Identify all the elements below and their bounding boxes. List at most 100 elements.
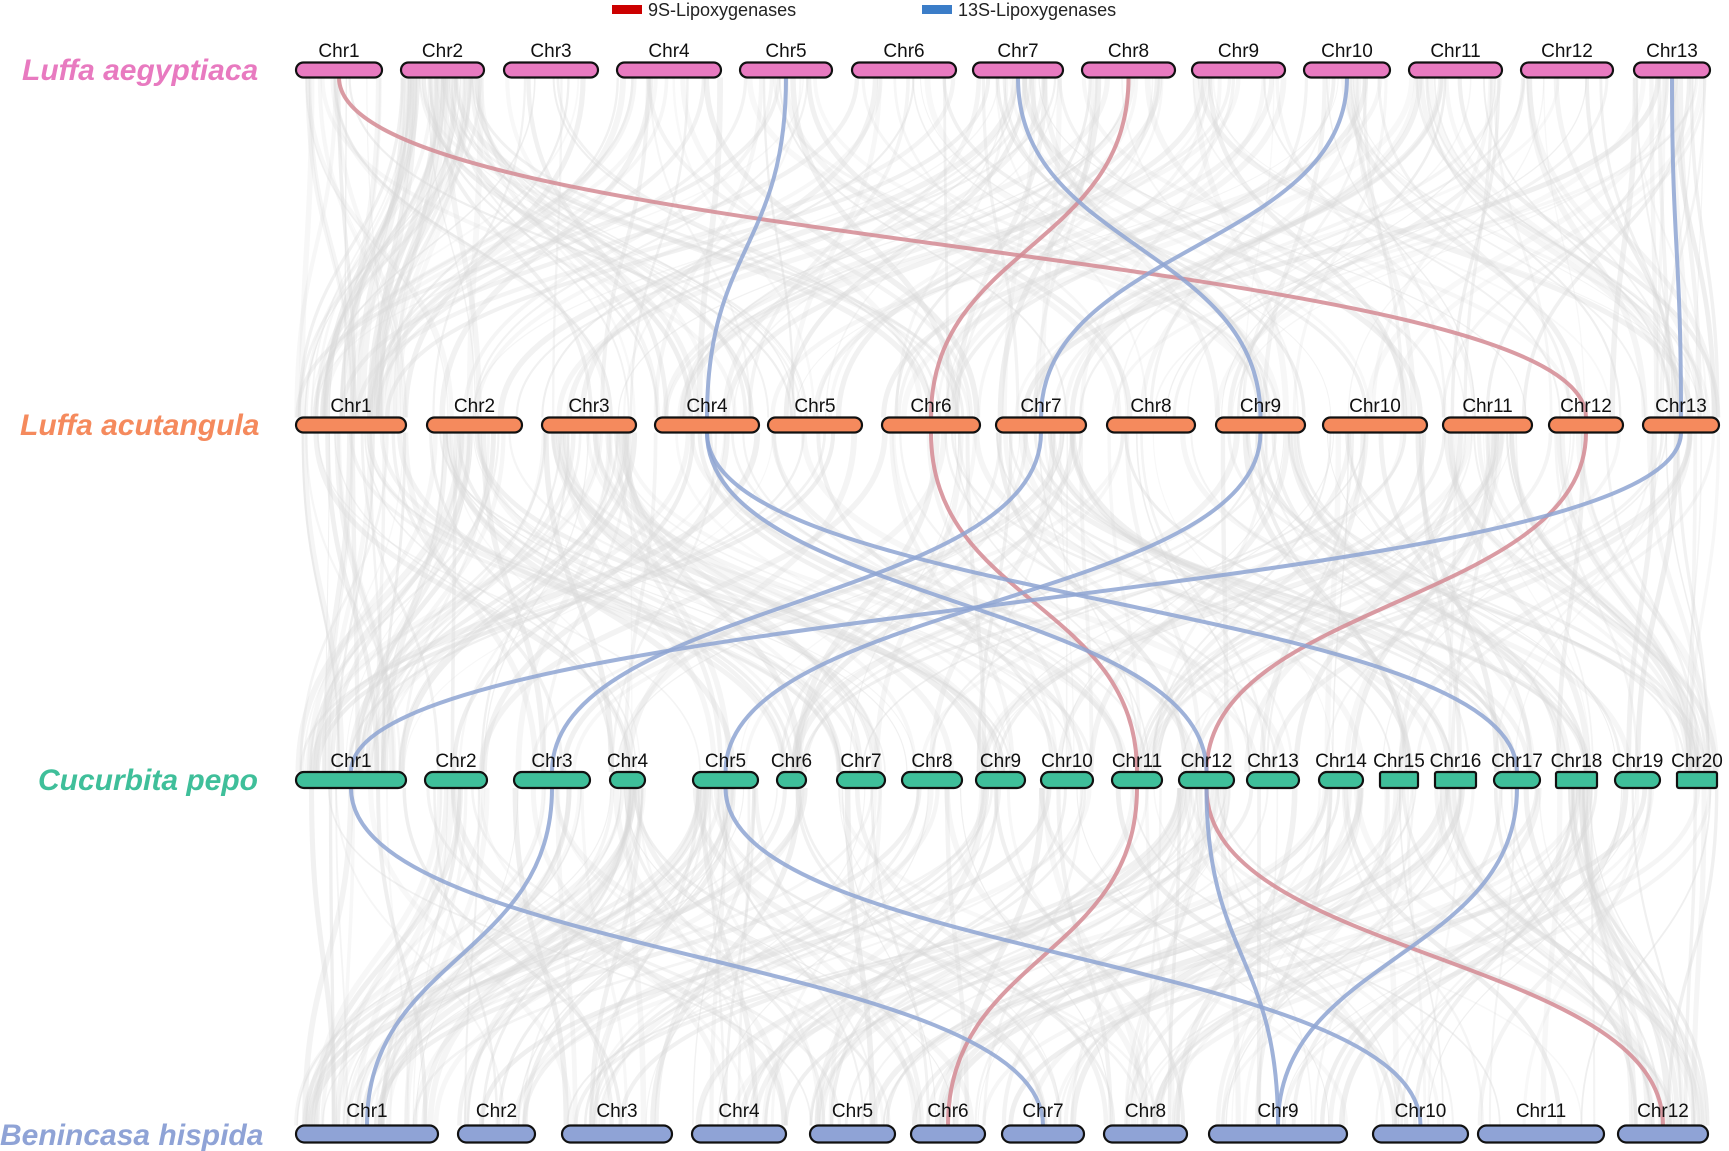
13s-lipoxygenase-link [1276,787,1519,1126]
collinearity-link [1381,432,1572,773]
chromosome-label: Chr9 [1257,1101,1298,1122]
collinearity-link [617,77,1132,418]
collinearity-link [945,77,1154,418]
collinearity-link [295,77,781,418]
chromosome-benincasa-hispida-chr1 [294,1124,440,1144]
collinearity-link [1008,432,1509,773]
collinearity-link [380,432,562,773]
collinearity-link [625,432,858,773]
collinearity-link [708,787,726,1126]
collinearity-link [350,432,361,773]
collinearity-link [1231,787,1333,1126]
collinearity-link [360,787,707,1126]
species-label-luffa-aegyptiaca: Luffa aegyptiaca [22,54,258,87]
13s-lipoxygenase-link [365,787,554,1126]
collinearity-link [617,432,918,773]
collinearity-link [427,77,477,418]
collinearity-link [1400,787,1590,1126]
chromosome-cucurbita-pepo-chr6 [775,770,808,790]
collinearity-link [1635,77,1674,418]
collinearity-link [1425,77,1622,418]
collinearity-link [861,77,1262,418]
collinearity-link [1139,432,1499,773]
collinearity-link [1581,787,1633,1126]
collinearity-link [613,432,1076,773]
collinearity-link [977,787,1230,1126]
collinearity-link [1347,77,1545,418]
collinearity-link [1580,432,1711,773]
collinearity-link [480,77,636,418]
collinearity-link [1282,787,1637,1126]
collinearity-link [1190,432,1586,773]
13s-lipoxygenase-link [1204,787,1280,1126]
collinearity-link [1427,787,1461,1126]
collinearity-link [598,787,1002,1126]
collinearity-link [1152,432,1335,773]
collinearity-link [873,432,964,773]
chromosome-label: Chr6 [927,1101,968,1122]
chromosome-luffa-aegyptiaca-chr1 [294,61,384,79]
collinearity-link [1666,787,1719,1126]
chromosome-label: Chr5 [765,41,806,62]
collinearity-link [433,787,805,1126]
collinearity-link [464,787,480,1126]
collinearity-link [1262,77,1327,418]
collinearity-link [1599,77,1676,418]
collinearity-link [772,432,1126,773]
collinearity-link [480,432,570,773]
collinearity-link [1056,432,1352,773]
collinearity-link [1364,77,1668,418]
collinearity-link [1296,432,1623,773]
collinearity-link [313,432,473,773]
collinearity-link [1631,787,1683,1126]
collinearity-link [305,77,454,418]
collinearity-link [1353,77,1417,418]
collinearity-link [623,432,1130,773]
chromosome-label: Chr1 [318,41,359,62]
collinearity-link [1314,787,1415,1126]
collinearity-link [592,432,955,773]
collinearity-link [354,787,646,1126]
collinearity-link [1582,787,1638,1126]
chromosome-label: Chr4 [718,1101,760,1122]
collinearity-link [623,432,732,773]
13s-lipoxygenase-link [550,432,1043,773]
collinearity-link [1014,77,1560,418]
collinearity-link [339,77,414,418]
collinearity-link [419,77,971,418]
collinearity-link [333,77,613,418]
collinearity-link [473,432,917,773]
collinearity-link [804,432,1277,773]
collinearity-link [1293,432,1463,773]
collinearity-link [1079,432,1094,773]
collinearity-link [541,432,632,773]
collinearity-link [385,77,991,418]
collinearity-link [881,77,1368,418]
collinearity-link [480,432,547,773]
collinearity-link [1427,787,1623,1126]
chromosome-label: Chr3 [531,751,572,772]
chromosome-luffa-aegyptiaca-chr5 [738,61,834,79]
collinearity-link [1076,787,1330,1126]
collinearity-link [1124,432,1203,773]
collinearity-link [1449,432,1681,773]
collinearity-link [354,787,455,1126]
collinearity-link [1220,787,1241,1126]
collinearity-link [920,77,1332,418]
collinearity-link [1324,432,1342,773]
chromosome-label: Chr9 [980,751,1021,772]
chromosome-label: Chr7 [1020,396,1061,417]
collinearity-link [812,77,1275,418]
chromosome-benincasa-hispida-chr6 [909,1124,987,1144]
collinearity-link [1292,77,1388,418]
chromosome-luffa-aegyptiaca-chr3 [502,61,600,79]
collinearity-link [1069,77,1423,418]
chromosome-cucurbita-pepo-chr7 [835,770,887,790]
collinearity-link [720,787,865,1126]
collinearity-link [1691,787,1707,1126]
collinearity-link [1117,77,1330,418]
collinearity-link [650,787,802,1126]
collinearity-link [1221,787,1449,1126]
collinearity-link [717,787,929,1126]
